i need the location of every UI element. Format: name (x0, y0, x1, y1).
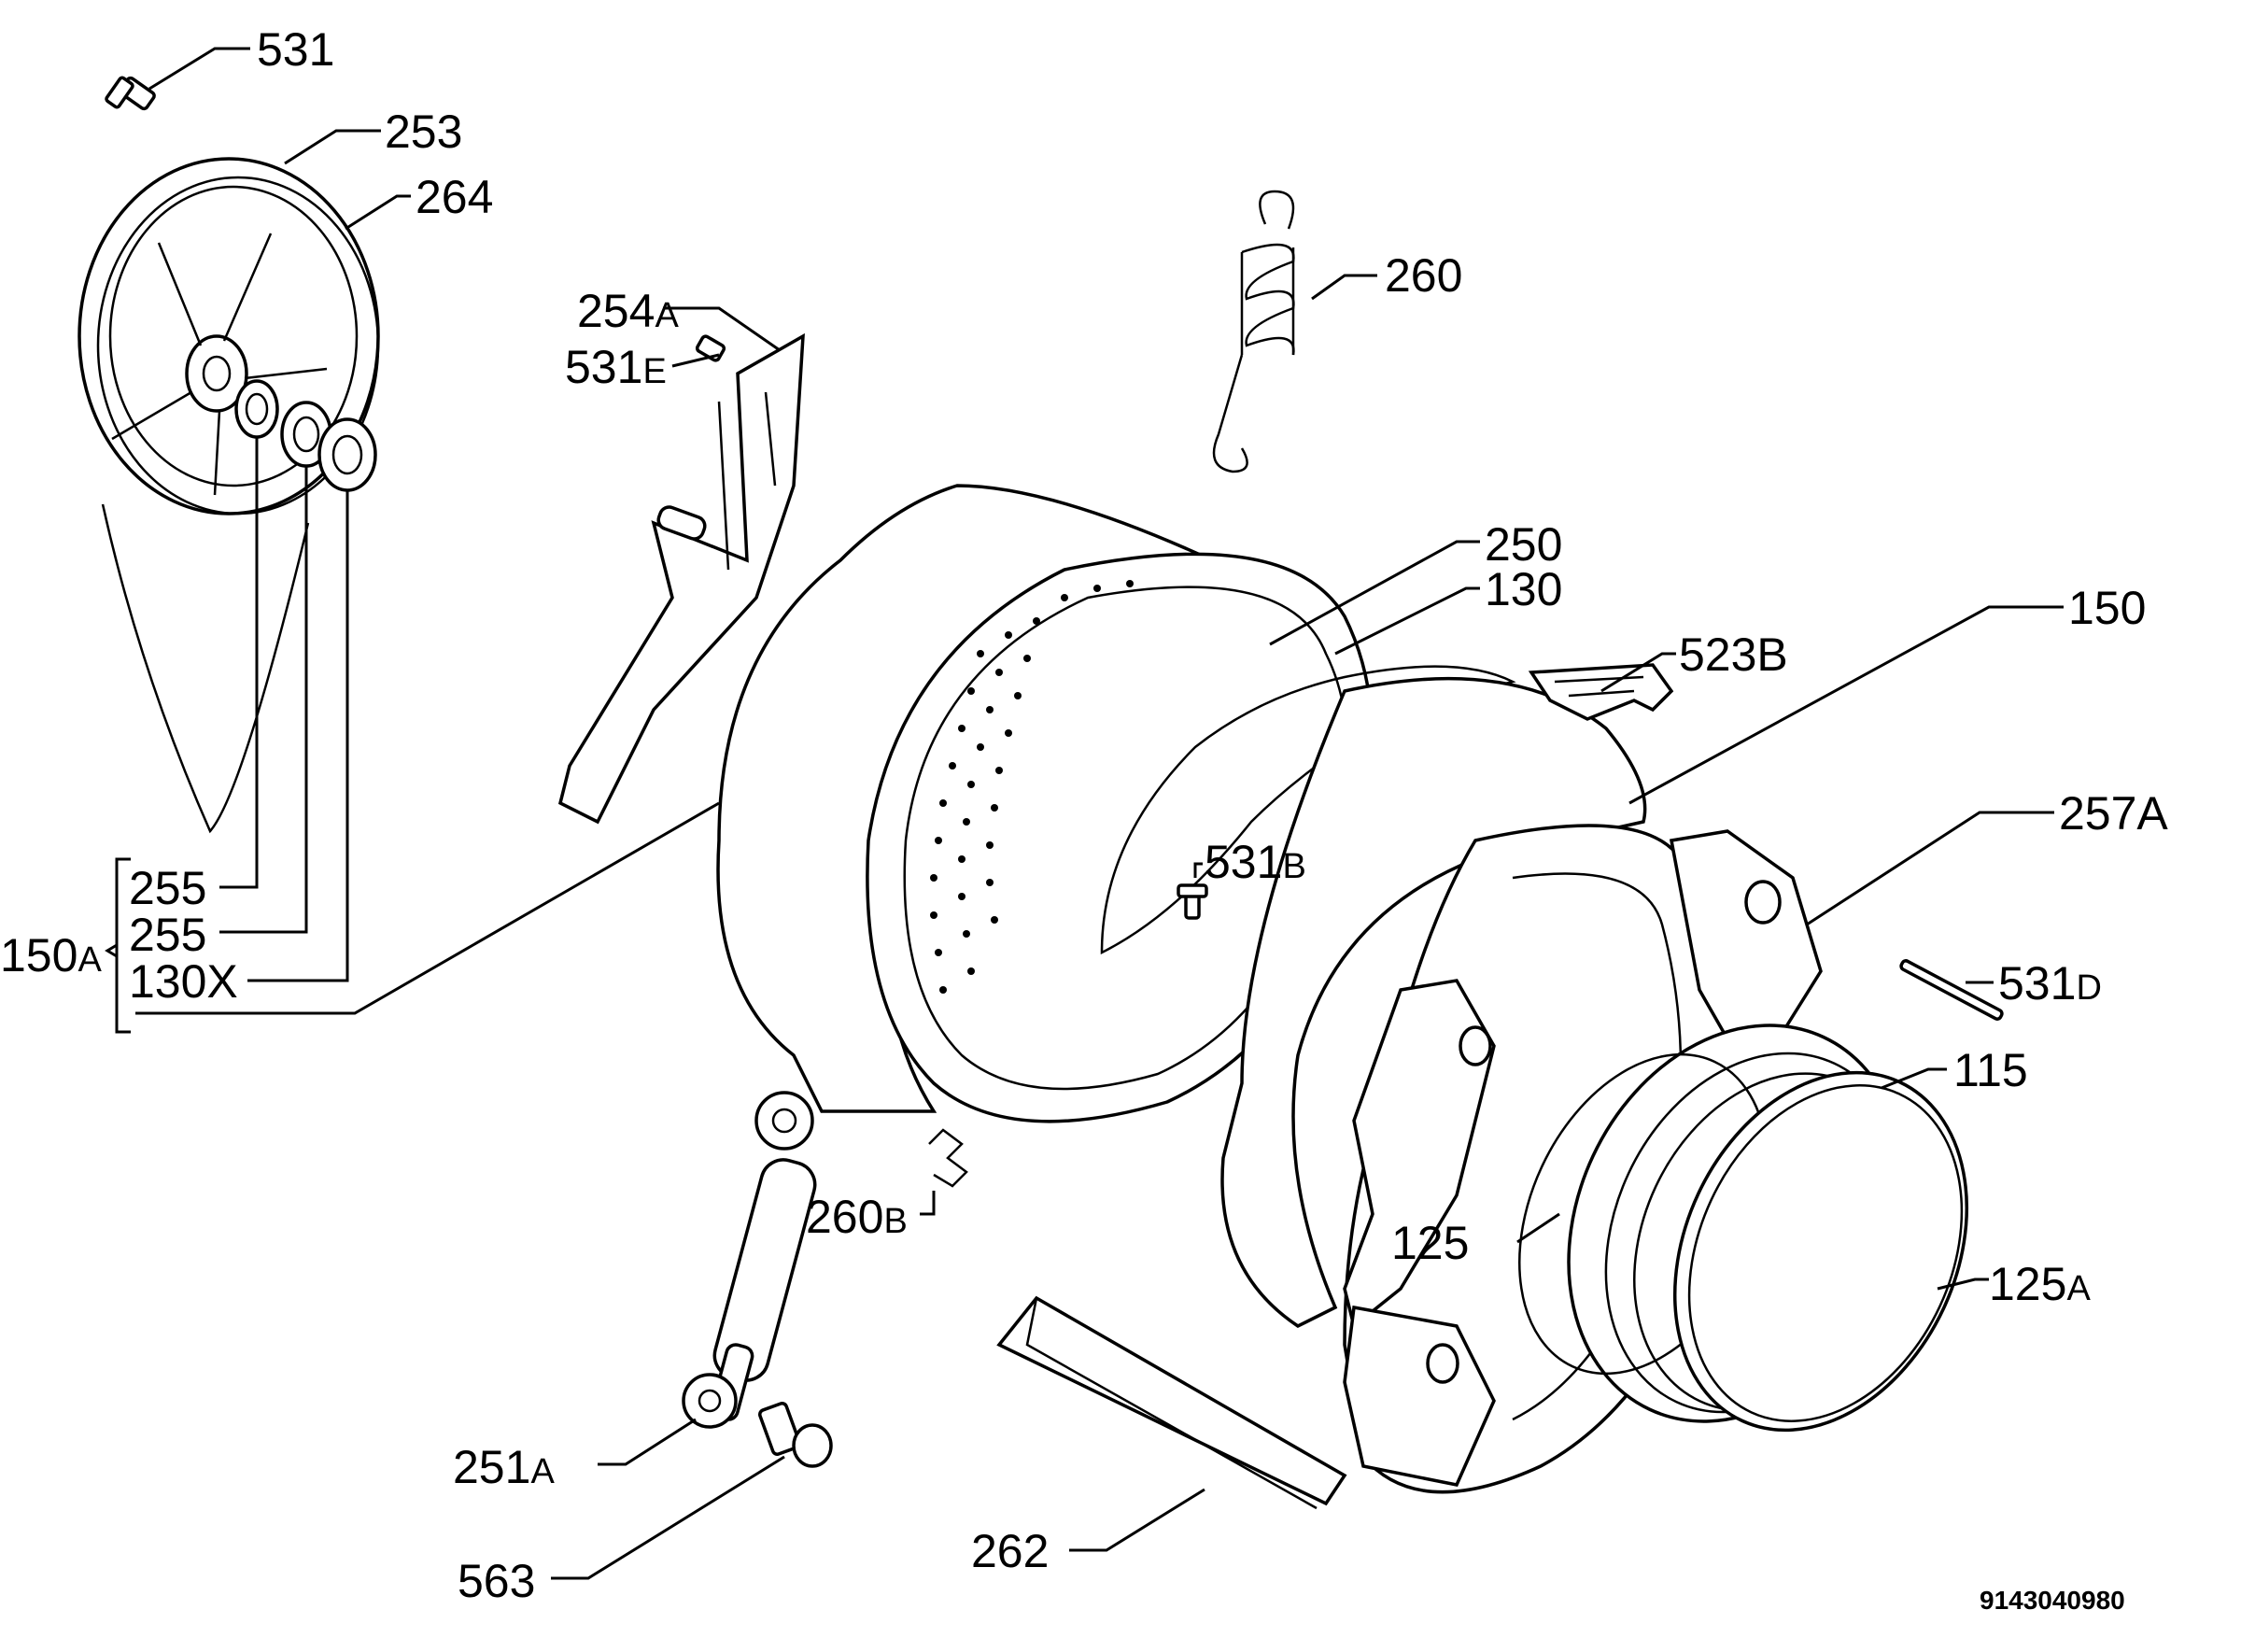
pulley-253-drawing (78, 157, 380, 834)
label-255-b: 255 (129, 909, 206, 961)
screw-531b-drawing (1177, 883, 1208, 920)
leader-257a (1806, 811, 2054, 926)
label-115: 115 (1953, 1044, 2028, 1096)
leader-531e (671, 353, 720, 368)
bracket-254a-drawing (557, 332, 805, 825)
bolt-563-drawing (758, 1402, 833, 1468)
label-531b: 531B (1205, 836, 1306, 888)
label-260b: 260B (806, 1191, 908, 1243)
leader-260b (920, 1191, 936, 1216)
leader-125a (1937, 1278, 1989, 1291)
tub-rear-drawing (716, 484, 1374, 1123)
label-262: 262 (971, 1525, 1049, 1577)
leader-255-a (219, 437, 259, 889)
leader-260 (1311, 274, 1377, 301)
spring-260-drawing (1212, 190, 1295, 473)
leader-150 (1628, 605, 2064, 805)
counterweight-257a-drawing (1343, 829, 1823, 1487)
label-125: 125 (1391, 1217, 1469, 1269)
leader-531b (1193, 862, 1203, 878)
label-150a: 150A (0, 929, 102, 981)
label-531d: 531D (1998, 957, 2102, 1010)
label-125a: 125A (1989, 1258, 2091, 1310)
leader-531 (148, 47, 250, 91)
leader-254a (663, 306, 781, 352)
leader-125 (1516, 1212, 1560, 1244)
label-130x: 130X (129, 955, 238, 1008)
leader-523b (1600, 652, 1676, 693)
label-563: 563 (458, 1555, 535, 1607)
leader-255-b (219, 467, 308, 934)
tub-seal-ring (1100, 665, 1516, 955)
label-130: 130 (1485, 563, 1562, 615)
label-260: 260 (1385, 249, 1462, 302)
leader-563 (551, 1455, 785, 1580)
label-253: 253 (385, 106, 462, 158)
label-264: 264 (416, 171, 493, 223)
drum-perforation-dots (930, 580, 1134, 994)
label-150: 150 (2068, 582, 2146, 634)
bearing-130x-drawing (317, 417, 377, 492)
leader-264 (345, 194, 411, 231)
screw-531-drawing (105, 76, 156, 111)
leader-250 (1269, 540, 1480, 646)
shock-absorber-251a-drawing (682, 1091, 817, 1429)
label-254a: 254A (577, 285, 679, 337)
leader-150a-tub (135, 801, 720, 1015)
clip-523b-drawing (1528, 663, 1674, 721)
label-531e: 531E (565, 341, 667, 393)
leader-130 (1334, 586, 1480, 656)
leader-251a (598, 1418, 697, 1466)
label-251a: 251A (453, 1441, 555, 1493)
leader-253 (284, 129, 381, 165)
weight-262-drawing (996, 1295, 1347, 1510)
screw-531d-drawing (1899, 959, 2004, 1021)
label-255-a: 255 (129, 862, 206, 914)
clip-260b-drawing (928, 1128, 968, 1188)
drawing-number: 9143040980 (1980, 1586, 2125, 1615)
label-250: 250 (1485, 518, 1562, 571)
leader-130x (247, 491, 349, 982)
seal-255-drawing (234, 379, 279, 439)
label-523b: 523B (1679, 628, 1788, 681)
leader-115 (1881, 1067, 1947, 1090)
label-257a: 257A (2059, 787, 2168, 840)
leader-262 (1069, 1488, 1205, 1552)
label-531: 531 (257, 23, 334, 76)
